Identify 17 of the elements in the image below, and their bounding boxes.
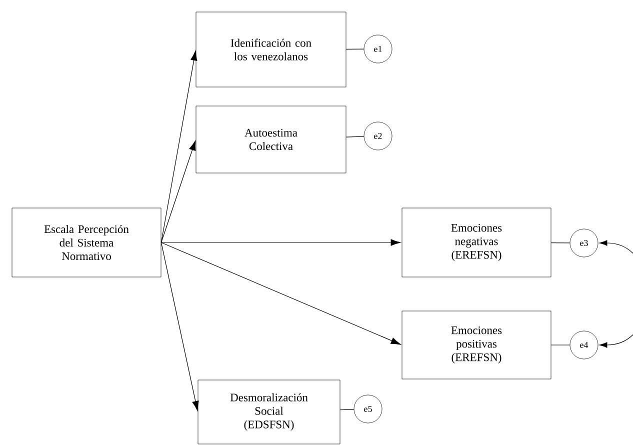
arrow bbox=[160, 242, 401, 345]
double-headed-arrow bbox=[599, 240, 633, 348]
variable-box: Escala Percepción del Sistema Normativo bbox=[12, 208, 162, 278]
arrow bbox=[160, 239, 401, 246]
connector-line bbox=[346, 48, 364, 50]
variable-box: Desmoralización Social (EDSFSN) bbox=[198, 380, 340, 444]
variable-box: Emociones negativas (EREFSN) bbox=[402, 208, 552, 278]
arrow bbox=[160, 50, 198, 243]
arrow bbox=[160, 242, 199, 411]
connector-line bbox=[550, 344, 570, 346]
variable-box: Emociones positivas (EREFSN) bbox=[402, 310, 552, 380]
arrow bbox=[160, 140, 196, 243]
variable-box: Autoestima Colectiva bbox=[196, 106, 346, 174]
connector-line bbox=[346, 136, 364, 138]
variable-box: Idenificación con los venezolanos bbox=[196, 12, 346, 88]
connector-line bbox=[340, 409, 354, 410]
connector-line bbox=[550, 242, 570, 244]
